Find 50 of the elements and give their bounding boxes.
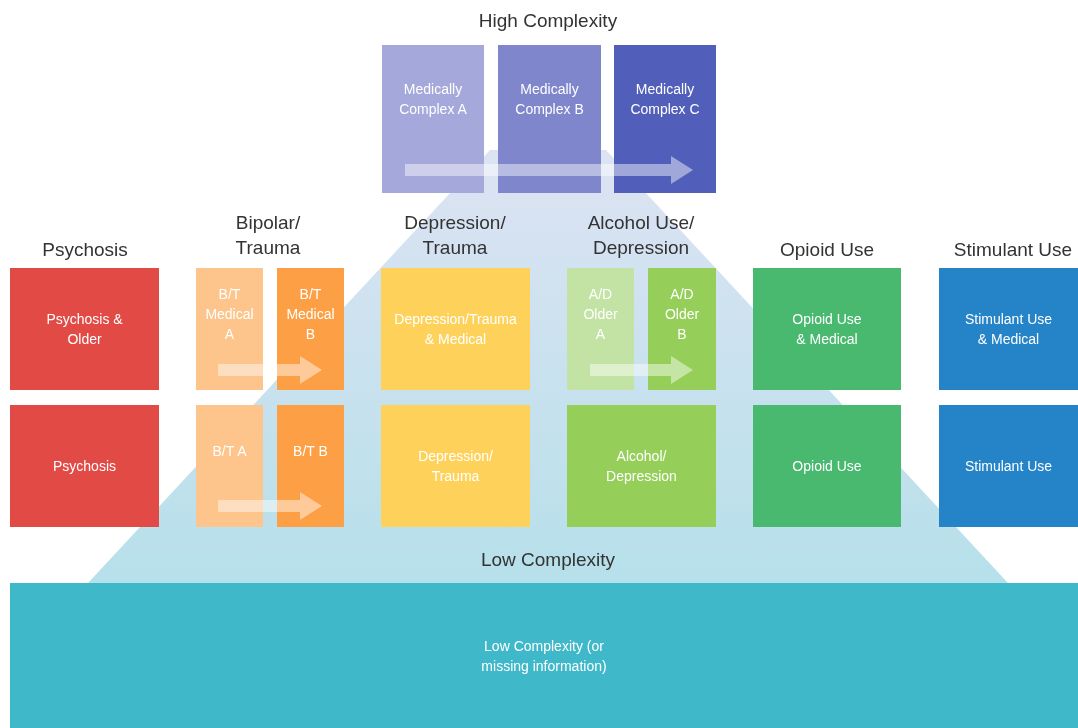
- block-arrow: [405, 156, 693, 184]
- category-box: [196, 405, 263, 527]
- box-text: A/D Older B: [663, 285, 701, 344]
- category-box: [10, 268, 159, 390]
- box-text: Depression/ Trauma: [417, 447, 494, 486]
- complexity-label: High Complexity: [477, 9, 619, 33]
- category-box: [567, 405, 716, 527]
- category-box: [614, 45, 716, 193]
- category-box: [196, 268, 263, 390]
- box-text: Alcohol/ Depression: [605, 447, 678, 486]
- block-arrow: [218, 492, 322, 520]
- box-text: B/T B: [293, 442, 328, 461]
- box-text: Opioid Use: [792, 457, 862, 476]
- box-text: B/T Medical B: [286, 285, 335, 344]
- box-text: Stimulant Use & Medical: [963, 310, 1054, 349]
- category-box: [381, 405, 530, 527]
- column-heading: Bipolar/ Trauma: [234, 211, 302, 260]
- box-text: Depression/Trauma & Medical: [393, 310, 518, 349]
- category-box: [382, 45, 484, 193]
- category-box: [10, 405, 159, 527]
- complexity-label: Low Complexity: [479, 548, 617, 572]
- box-text: Psychosis & Older: [45, 310, 124, 349]
- box-text: A/D Older A: [582, 285, 619, 344]
- column-heading: Stimulant Use: [952, 238, 1074, 262]
- block-arrow: [218, 356, 322, 384]
- block-arrow: [590, 356, 693, 384]
- box-text: Medically Complex C: [629, 80, 701, 119]
- category-box: [381, 268, 530, 390]
- box-text: B/T Medical A: [205, 285, 254, 344]
- category-box: [753, 268, 901, 390]
- category-box: [277, 405, 344, 527]
- box-text: Stimulant Use: [964, 457, 1053, 476]
- category-box: [939, 405, 1078, 527]
- category-box: [567, 268, 634, 390]
- column-heading: Opioid Use: [779, 238, 875, 262]
- column-heading: Psychosis: [41, 238, 129, 262]
- column-heading: Alcohol Use/ Depression: [586, 211, 696, 260]
- column-heading: Depression/ Trauma: [403, 211, 507, 260]
- box-text: Opioid Use & Medical: [791, 310, 863, 349]
- box-text: Medically Complex B: [514, 80, 585, 119]
- category-box: [498, 45, 601, 193]
- category-box: [277, 268, 344, 390]
- box-text: Low Complexity (or missing information): [480, 636, 608, 676]
- category-box: [753, 405, 901, 527]
- box-text: B/T A: [212, 442, 247, 461]
- category-box: [648, 268, 716, 390]
- category-box: [939, 268, 1078, 390]
- category-box: [10, 583, 1078, 728]
- box-text: Psychosis: [53, 457, 116, 476]
- box-text: Medically Complex A: [398, 80, 468, 119]
